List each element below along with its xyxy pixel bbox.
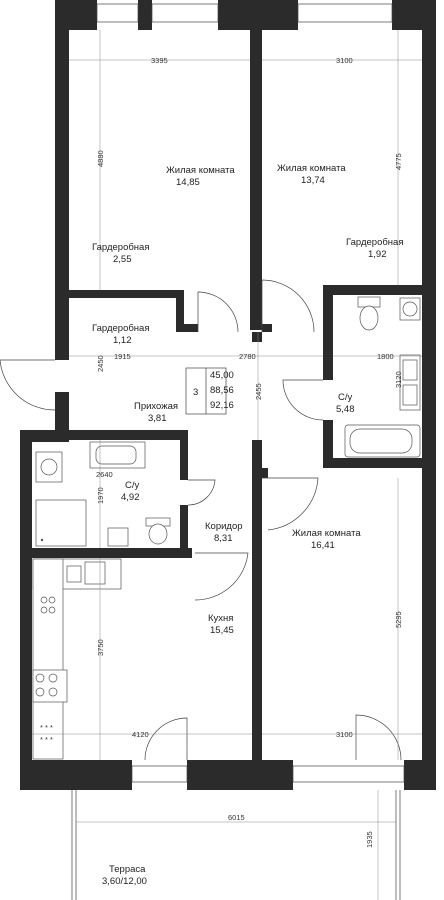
dim-4880: 4880 [96,150,105,167]
living1-area: 14,85 [176,177,200,188]
kitchen-name: Кухня [208,613,233,624]
rooms-count: 3 [193,387,198,398]
dim-3750: 3750 [96,639,105,656]
walls [20,0,436,790]
dim-1800: 1800 [377,352,394,361]
corridor-name: Коридор [205,521,243,532]
dim-3100-top: 3100 [336,56,353,65]
living1-name: Жилая комната [166,165,235,176]
dim-2780: 2780 [239,352,256,361]
corridor-area: 8,31 [214,533,233,544]
living3-area: 16,41 [311,540,335,551]
dimension-labels: 3395 3100 4880 4775 2450 1915 2780 1800 … [96,56,403,848]
dim-4120: 4120 [132,730,149,739]
area-with-terrace: 92,16 [210,400,234,411]
dimension-lines [32,30,422,900]
wardrobe1-area: 2,55 [113,254,132,265]
terrace-outline [71,790,401,900]
dim-1970: 1970 [96,487,105,504]
bath2-name: С/у [338,392,353,403]
dim-2640: 2640 [96,470,113,479]
wardrobe2-area: 1,92 [368,249,387,260]
wardrobe3-name: Гардеробная [92,323,149,334]
dim-2450: 2450 [96,355,105,372]
living3-name: Жилая комната [292,528,361,539]
dim-3120: 3120 [394,371,403,388]
dim-6015: 6015 [228,813,245,822]
area-living: 45,00 [210,370,234,381]
terrace-name: Терраса [109,864,146,875]
hall-area: 3,81 [148,413,167,424]
svg-text:* * *: * * * [40,735,53,744]
bath1-area: 4,92 [121,492,140,503]
bath1-name: С/у [125,480,140,491]
dim-1915: 1915 [114,352,131,361]
bath2-area: 5,48 [336,404,355,415]
hall-name: Прихожая [134,401,178,412]
wardrobe2-name: Гардеробная [346,237,403,248]
room-labels: Жилая комната 14,85 Жилая комната 13,74 … [92,163,403,887]
dim-4775: 4775 [394,153,403,170]
wardrobe3-area: 1,12 [113,335,132,346]
svg-text:* * *: * * * [40,723,53,732]
living2-area: 13,74 [301,175,325,186]
kitchen-area: 15,45 [210,625,234,636]
dim-1935: 1935 [365,831,374,848]
terrace-area: 3,60/12,00 [102,876,147,887]
wardrobe1-name: Гардеробная [92,242,149,253]
area-summary: 3 45,00 88,56 92,16 [185,367,234,415]
doors [0,279,402,761]
living2-name: Жилая комната [277,163,346,174]
area-total: 88,56 [210,385,234,396]
dim-3395: 3395 [151,56,168,65]
dim-2455: 2455 [254,383,263,400]
dim-5295: 5295 [394,611,403,628]
dim-3100-bottom: 3100 [336,730,353,739]
